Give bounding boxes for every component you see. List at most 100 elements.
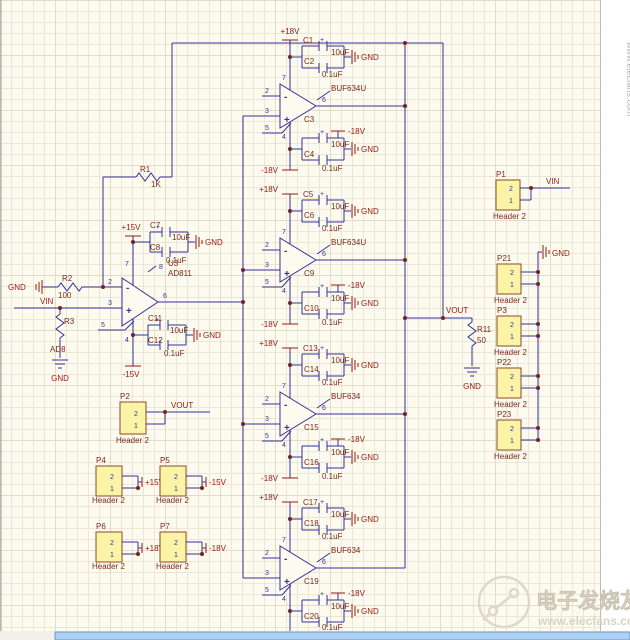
value: 10uF <box>331 294 349 303</box>
pin-number: 2 <box>110 540 114 547</box>
gnd-label: GND <box>361 299 379 308</box>
pin-number: 2 <box>265 396 269 403</box>
pin-number: 7 <box>282 75 286 82</box>
pin-number: 3 <box>265 570 269 577</box>
pin-number: 3 <box>265 262 269 269</box>
designator: C13 <box>303 344 318 353</box>
pin-number: 1 <box>174 486 178 493</box>
plus-sign: + <box>284 577 290 588</box>
value: 0.1uF <box>322 164 343 173</box>
watermark-brand: 电子发烧友 <box>536 589 630 613</box>
minus-sign: - <box>126 283 129 294</box>
gnd-battery-icon <box>351 512 359 526</box>
power-label: +15V <box>145 478 165 487</box>
pin-number: 4 <box>125 337 129 344</box>
gnd-label: GND <box>51 374 69 383</box>
header-p22: P22 2 1 Header 2 <box>494 358 538 409</box>
input-bus <box>241 116 245 578</box>
part-name: Header 2 <box>494 296 527 305</box>
designator: P21 <box>497 254 512 263</box>
pin-number: 2 <box>510 374 514 381</box>
power-label: -18V <box>261 166 279 175</box>
pin-number: 7 <box>282 383 286 390</box>
gnd-battery-icon <box>542 245 550 259</box>
buffer-stage-3: +18V GND C13 + 10uF C14 0.1uF - + 2 3 5 … <box>243 339 405 483</box>
power-label: -15V <box>123 370 141 379</box>
designator: P22 <box>497 358 512 367</box>
designator: C2 <box>304 57 315 66</box>
gnd-battery-icon <box>351 450 359 464</box>
plus-sign: + <box>284 423 290 434</box>
designator: P3 <box>497 306 507 315</box>
pin-number: 1 <box>510 334 514 341</box>
part-name: Header 2 <box>92 496 125 505</box>
value: 0.1uF <box>322 318 343 327</box>
part-name: BUF634 <box>331 392 361 401</box>
part-name: Header 2 <box>92 562 125 571</box>
pin-number: 2 <box>510 270 514 277</box>
gnd-label: GND <box>463 382 481 391</box>
gnd-label: GND <box>205 238 223 247</box>
designator: C8 <box>150 243 161 252</box>
minus-sign: - <box>284 400 287 411</box>
designator: C11 <box>148 314 163 323</box>
pin-number: 3 <box>108 300 112 307</box>
designator: R11 <box>477 325 492 334</box>
value: 0.1uF <box>322 70 343 79</box>
designator: C3 <box>304 115 315 124</box>
minus-sign: - <box>284 92 287 103</box>
gnd-battery-icon <box>351 204 359 218</box>
power-label: +18V <box>145 544 165 553</box>
plus-sign: + <box>284 115 290 126</box>
minus-sign: - <box>284 554 287 565</box>
pin-number: 5 <box>101 322 105 329</box>
pin-number: 2 <box>174 540 178 547</box>
power-label: -18V <box>348 589 366 598</box>
designator: C1 <box>303 36 314 45</box>
gnd-label: GND <box>361 515 379 524</box>
pin-number: 2 <box>265 242 269 249</box>
designator: C16 <box>304 458 319 467</box>
pin-number: 1 <box>510 438 514 445</box>
horizontal-scrollbar[interactable] <box>54 631 630 640</box>
pin-number: 3 <box>265 108 269 115</box>
power-label: -18V <box>261 320 279 329</box>
elecfans-logo-icon <box>477 575 531 629</box>
plus-sign: + <box>284 269 290 280</box>
gnd-battery-icon <box>193 328 201 342</box>
designator: P7 <box>160 522 170 531</box>
pin-number: 2 <box>134 411 138 418</box>
polarity-plus: + <box>320 37 324 44</box>
pin-number: 4 <box>282 442 286 449</box>
designator: U3 <box>168 259 179 268</box>
power-label: -18V <box>348 127 366 136</box>
pin-number: 1 <box>510 282 514 289</box>
value: 50 <box>477 336 486 345</box>
part-name: Header 2 <box>156 496 189 505</box>
pin-number: 2 <box>265 88 269 95</box>
pin-number: 1 <box>174 552 178 559</box>
designator: C18 <box>304 519 319 528</box>
designator: C15 <box>304 423 319 432</box>
u3-decoupling-top: +15V GND C7 + 10uF C8 0.1uF <box>122 221 223 285</box>
buffer-stage-1: +18V GND C1 + 10uF C2 0.1uF - + 2 3 5 7 … <box>243 27 405 175</box>
power-label: -18V <box>348 281 366 290</box>
part-name: BUF634U <box>331 238 366 247</box>
designator: R3 <box>64 317 75 326</box>
header-p7: P7 2 1 -18V Header 2 <box>156 522 227 571</box>
header-p5: P5 2 1 -15V Header 2 <box>156 456 227 505</box>
value: 10uF <box>331 48 349 57</box>
net-label-vin: VIN <box>546 177 560 186</box>
pin-number: 7 <box>282 537 286 544</box>
pin-number: 2 <box>510 322 514 329</box>
pin-number: 5 <box>265 587 269 594</box>
power-label: -18V <box>209 544 227 553</box>
part-name: Header 2 <box>494 400 527 409</box>
feedback-network: R1 1K <box>102 42 444 318</box>
plus-sign: + <box>126 306 132 317</box>
polarity-plus: + <box>320 591 324 598</box>
designator: P4 <box>96 456 106 465</box>
pin-number: 1 <box>510 386 514 393</box>
part-name: Header 2 <box>493 212 526 221</box>
pin-number: 1 <box>110 552 114 559</box>
